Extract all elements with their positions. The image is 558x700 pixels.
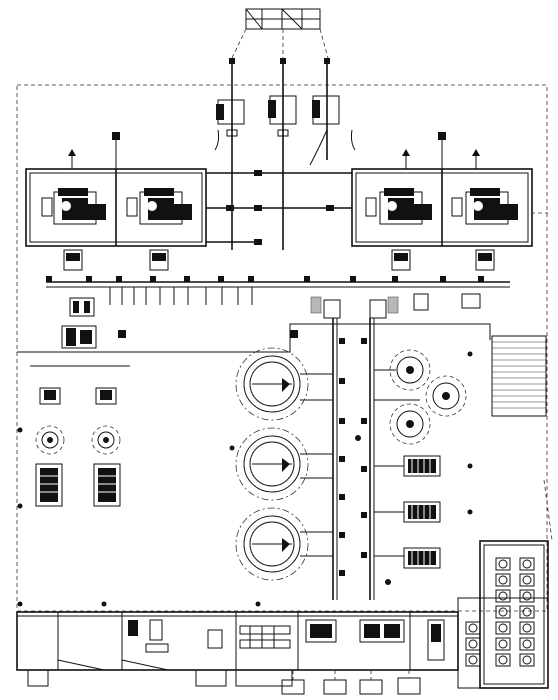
southeast-annex: [457, 479, 553, 689]
hall-wall: [17, 323, 491, 353]
generator-bay-right: [351, 132, 533, 271]
main-header-line: [46, 276, 510, 319]
ribbed-unit-2: [403, 501, 441, 523]
site-boundary: [16, 84, 548, 612]
left-small-tank-2: [91, 425, 121, 455]
central-headers: [300, 318, 420, 600]
platform-hatch: [492, 341, 546, 409]
south-utility-wing: [16, 611, 459, 687]
exterior-units: [281, 670, 421, 695]
left-small-tank-1: [35, 425, 65, 455]
column-markers: [17, 351, 473, 607]
north-header-units: [214, 58, 356, 250]
hatched-platform: [491, 335, 547, 417]
left-battery-rack-1: [35, 463, 63, 507]
top-equipment-frame: [231, 8, 329, 59]
small-tank-2: [425, 375, 467, 417]
ribbed-unit-1: [403, 455, 441, 477]
ribbed-unit-3: [403, 547, 441, 569]
large-tank-2: [235, 427, 309, 501]
large-tank-1: [235, 347, 309, 421]
large-tank-3: [235, 507, 309, 581]
small-tank-3: [389, 403, 431, 445]
left-compressor-area: [61, 325, 298, 349]
small-tank-1: [389, 349, 431, 391]
left-battery-rack-2: [93, 463, 121, 507]
interconnect-piping: [206, 170, 548, 245]
generator-bay-left: [25, 132, 207, 271]
left-pump-pair: [30, 365, 130, 405]
